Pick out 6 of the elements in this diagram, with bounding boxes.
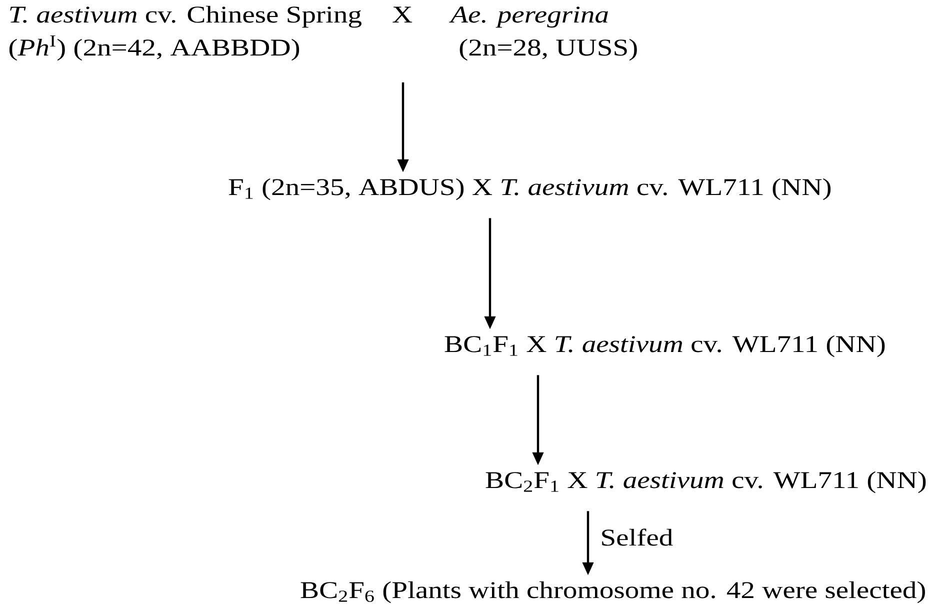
generation-text: BC$_{2}$F$_{6}$ (Plants with chromosome no. 42 were selected) — [300, 581, 925, 604]
generation-text: BC$_{2}$F$_{1}$ X T. aestivum cv. WL711 (NN) — [486, 471, 926, 494]
generation-text: F$_{1}$ (2n=35, ABDUS) X T. aestivum cv. WL711 (NN) — [228, 178, 831, 200]
edge-label: Selfed — [602, 528, 673, 546]
cross-text: T. aestivum cv. Chinese Spring X Ae. peregrina (Ph$^{I}$) (2n=42, AABBDD) (2n=28, UUSS) — [9, 6, 637, 61]
generation-text: BC$_{1}$F$_{1}$ X T. aestivum cv. WL711 (NN) — [444, 335, 885, 358]
